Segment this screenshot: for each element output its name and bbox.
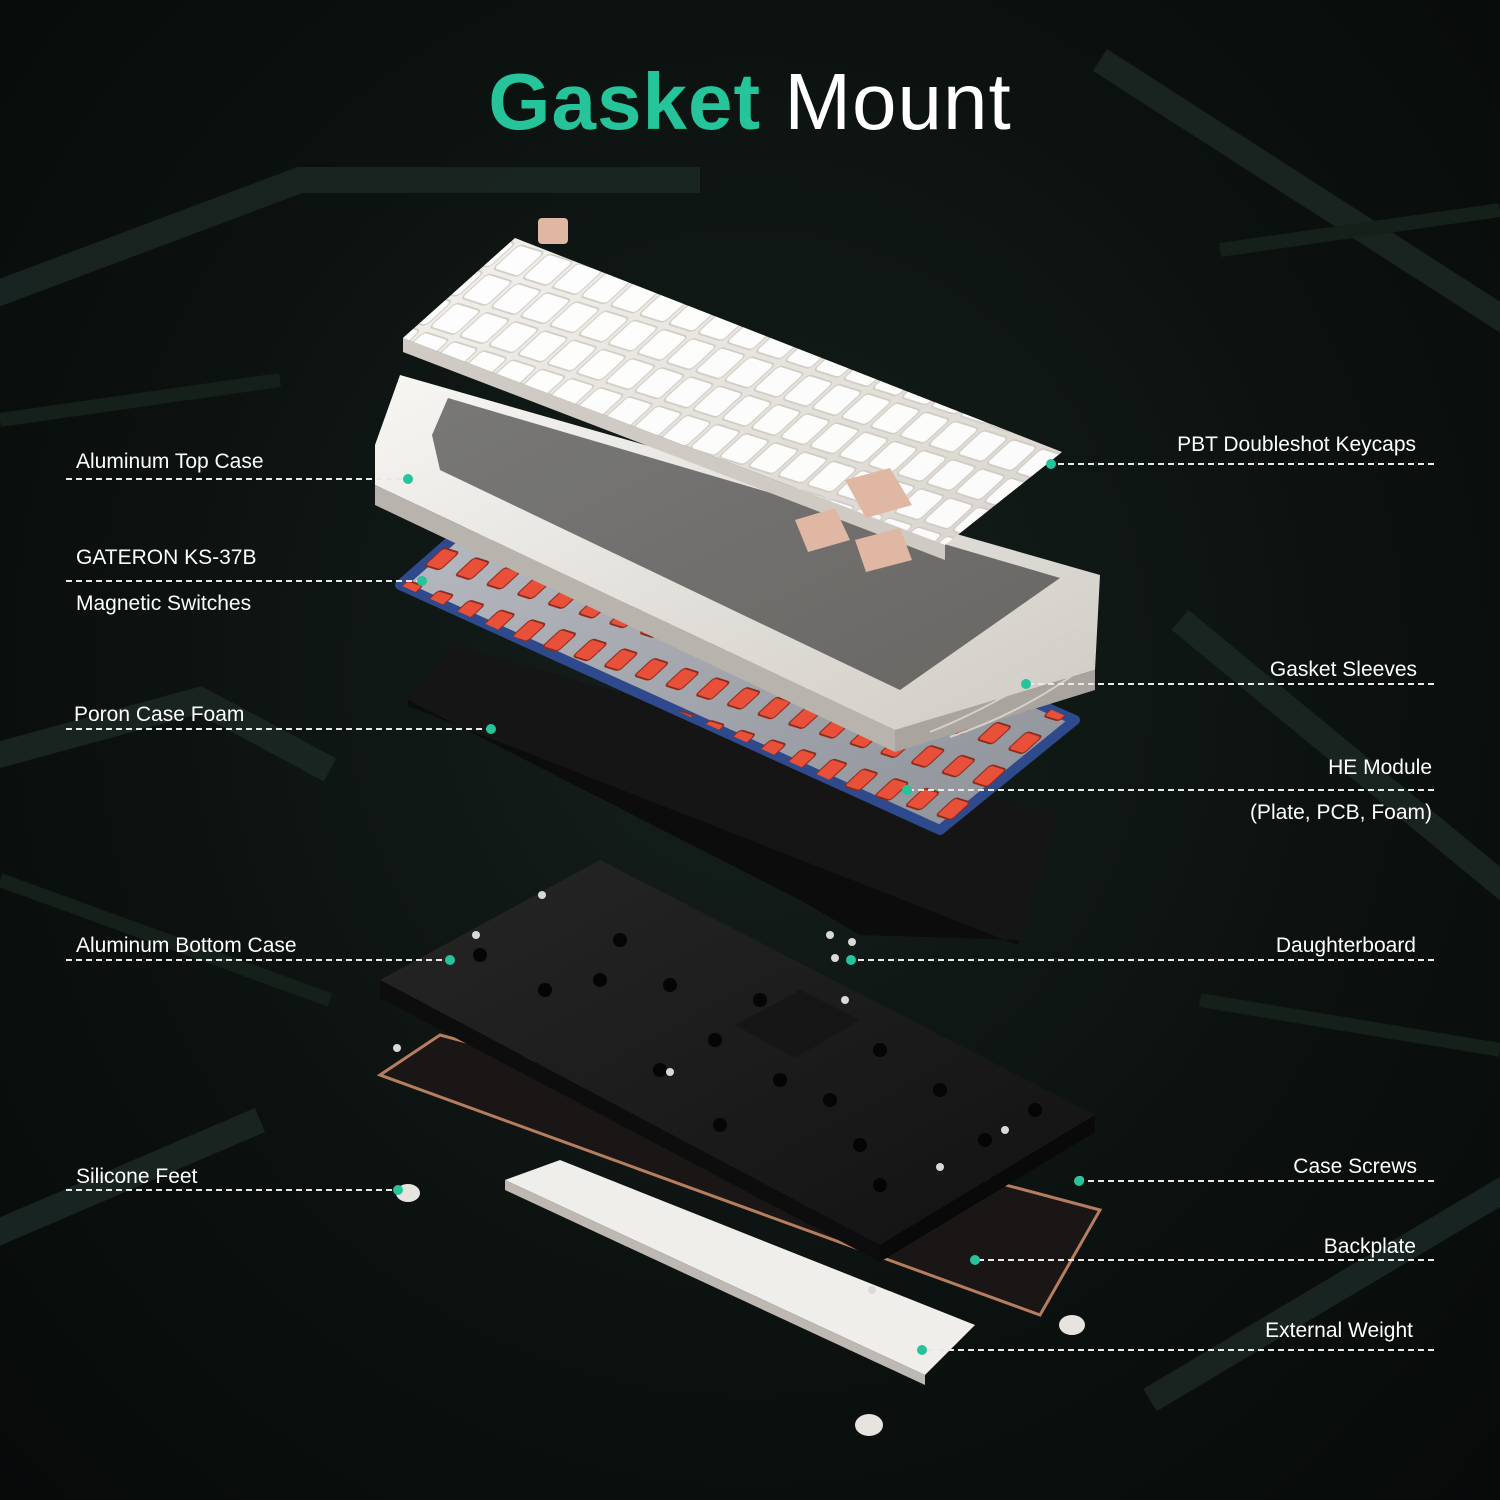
label-gateron-switches-line1: GATERON KS-37B: [76, 546, 257, 569]
leader-dot-gateron-switches: [417, 576, 427, 586]
leader-dot-poron-case-foam: [486, 724, 496, 734]
leader-dot-aluminum-top-case: [403, 474, 413, 484]
leader-dot-aluminum-bottom-case: [445, 955, 455, 965]
leader-dot-external-weight: [917, 1345, 927, 1355]
page-title: Gasket Mount: [0, 62, 1500, 142]
pbt-keycaps-part: [403, 218, 1062, 572]
screws-hardware: [393, 891, 1084, 1294]
leader-dot-backplate: [970, 1255, 980, 1265]
leader-dot-daughterboard: [846, 955, 856, 965]
label-he-module-line1: HE Module: [1328, 756, 1432, 779]
leader-dot-he-module: [902, 785, 912, 795]
label-backplate: Backplate: [1323, 1235, 1416, 1258]
leader-dot-gasket-sleeves: [1021, 679, 1031, 689]
label-gasket-sleeves: Gasket Sleeves: [1269, 658, 1417, 681]
label-aluminum-bottom-case: Aluminum Bottom Case: [76, 934, 297, 957]
leader-dot-silicone-feet: [393, 1185, 403, 1195]
aluminum-top-case-part: [375, 375, 1100, 752]
label-silicone-feet: Silicone Feet: [76, 1165, 198, 1188]
label-he-module-line2: (Plate, PCB, Foam): [1249, 801, 1432, 824]
aluminum-bottom-case-part: [380, 860, 1095, 1262]
label-case-screws: Case Screws: [1293, 1155, 1417, 1178]
title-accent: Gasket: [488, 57, 762, 146]
label-gateron-switches-line2: Magnetic Switches: [76, 592, 252, 615]
label-pbt-keycaps: PBT Doubleshot Keycaps: [1177, 433, 1416, 456]
leader-dot-pbt-keycaps: [1046, 459, 1056, 469]
poron-case-foam-part: [408, 645, 1060, 945]
label-daughterboard: Daughterboard: [1275, 934, 1416, 957]
callout-lines: [66, 459, 1434, 1355]
title-rest: Mount: [784, 57, 1012, 146]
label-aluminum-top-case: Aluminum Top Case: [76, 450, 264, 473]
label-external-weight: External Weight: [1265, 1319, 1413, 1342]
leader-dot-case-screws: [1074, 1176, 1084, 1186]
external-weight-part: [505, 1160, 975, 1385]
label-poron-case-foam: Poron Case Foam: [74, 703, 245, 726]
